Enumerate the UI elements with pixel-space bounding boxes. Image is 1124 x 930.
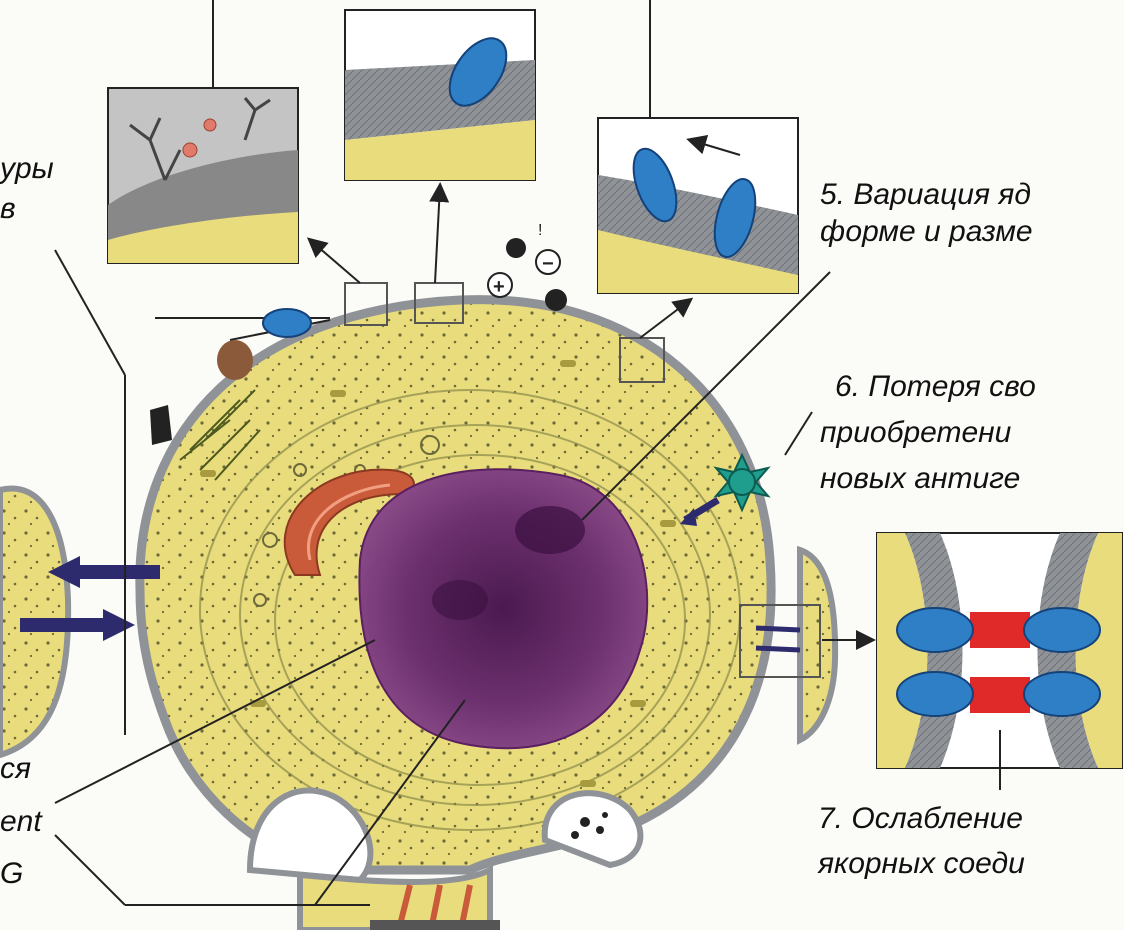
inset-membrane-protein	[345, 10, 535, 180]
label-anchoring-line1: 7. Ослабление	[818, 800, 1023, 838]
nucleus	[359, 469, 647, 748]
label-left-line3: G	[0, 855, 23, 893]
label-structures-line2: в	[0, 190, 16, 228]
label-nucleus-variation-line1: 5. Вариация яд	[820, 176, 1031, 214]
label-structures-line1: уры	[0, 150, 54, 188]
charge-minus: −	[542, 253, 554, 275]
membrane-blob-brown	[217, 340, 253, 380]
label-antigen-loss-line2: приобретени	[820, 414, 1011, 452]
inset-glycocalyx	[108, 88, 298, 263]
label-anchoring-line2: якорных соеди	[818, 845, 1025, 883]
label-nucleus-variation-line2: форме и разме	[820, 213, 1033, 251]
membrane-blob-blue	[263, 309, 311, 337]
label-antigen-loss-line3: новых антиге	[820, 460, 1020, 498]
nucleolus	[515, 506, 585, 554]
charge-plus: +	[493, 276, 505, 298]
label-left-line1: ся	[0, 750, 31, 788]
charge-excl: !	[538, 222, 542, 239]
label-antigen-loss-line1: 6. Потеря сво	[835, 368, 1036, 406]
substrate	[370, 920, 500, 930]
inset-protein-movement	[598, 118, 798, 293]
label-left-line2: ent	[0, 803, 42, 841]
